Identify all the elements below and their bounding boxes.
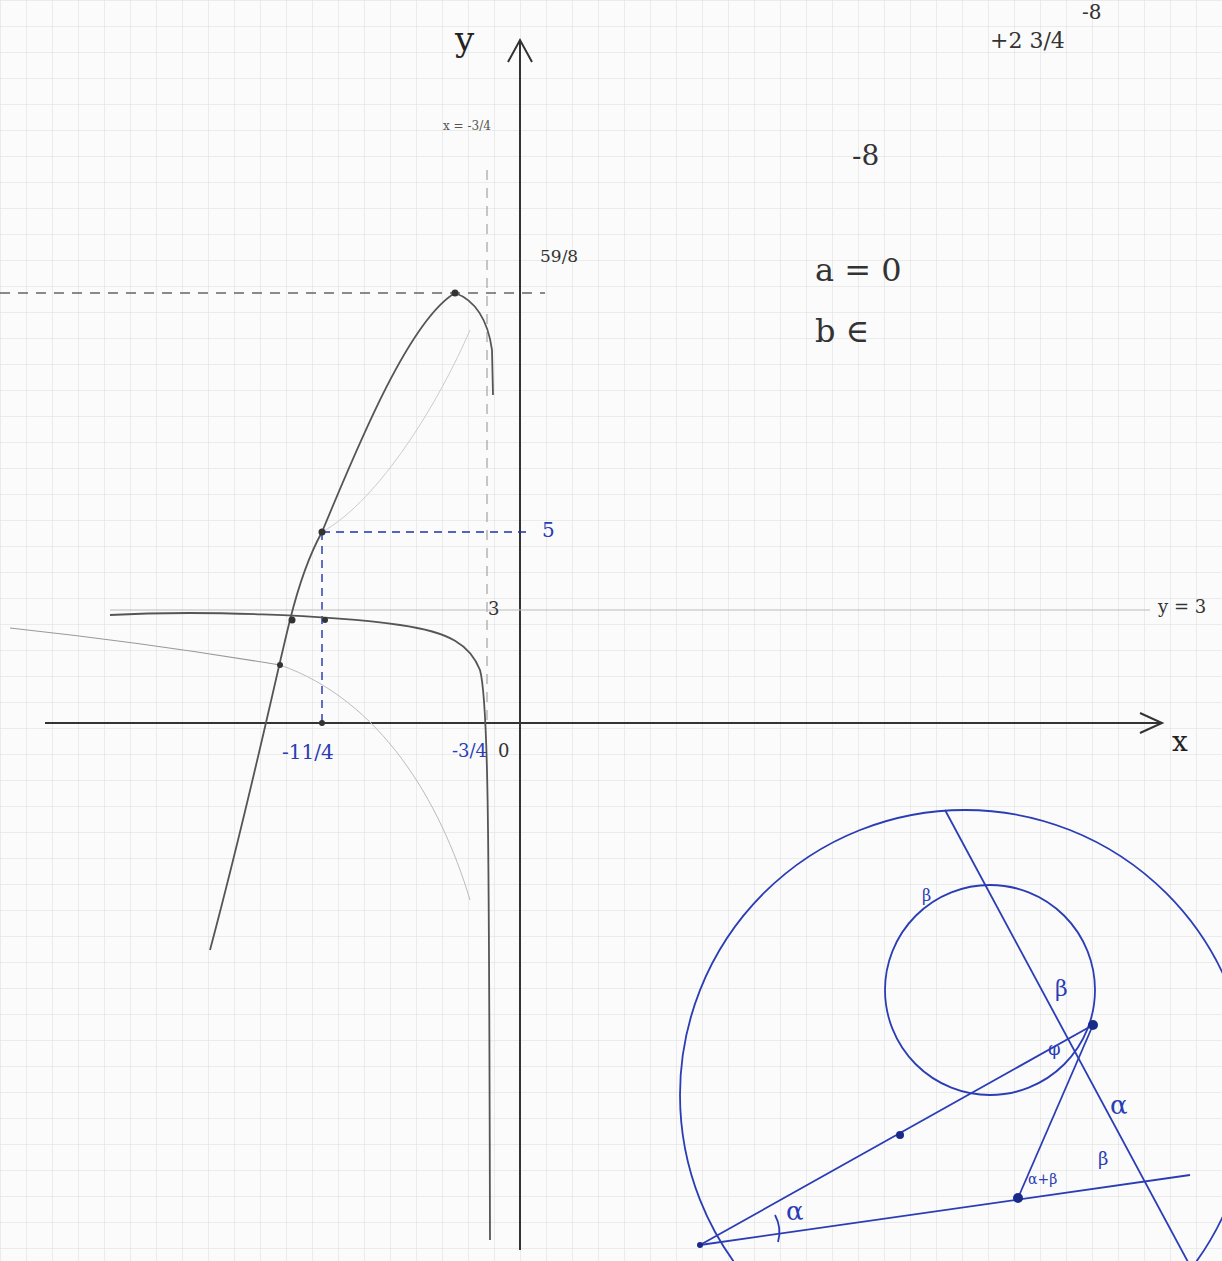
note: +2 3/4 (990, 30, 1065, 52)
angle-label: α (1110, 1092, 1128, 1118)
note: -8 (852, 142, 879, 170)
guide-lines (322, 532, 530, 723)
note: -8 (1082, 2, 1101, 22)
line-label: y = 3 (1158, 598, 1206, 616)
value-label: 3 (488, 600, 499, 618)
guide-lines (0, 170, 545, 723)
value-label: 59/8 (540, 248, 578, 265)
geometry-figure (680, 810, 1222, 1261)
asymptote-line (110, 609, 1150, 610)
value-label: -3/4 (452, 742, 487, 760)
points (277, 290, 459, 727)
angle-label: α (786, 1198, 804, 1224)
function-graph (10, 293, 493, 1240)
angle-label: β (1055, 978, 1068, 1000)
points (697, 1020, 1098, 1248)
value-label: 0 (498, 742, 509, 760)
angle-label: β (1098, 1150, 1108, 1168)
note: b ∈ (815, 315, 869, 347)
note: a = 0 (815, 254, 902, 286)
value-label: -11/4 (282, 742, 334, 762)
asymptote-label: x = -3/4 (443, 120, 491, 132)
axis-label: y (455, 22, 474, 56)
axes (45, 40, 1162, 1250)
angle-label: φ (1048, 1040, 1061, 1058)
angle-label: α+β (1028, 1172, 1057, 1186)
angle-label: β (922, 888, 931, 904)
value-label: 5 (542, 520, 555, 540)
axis-label: x (1172, 728, 1188, 756)
